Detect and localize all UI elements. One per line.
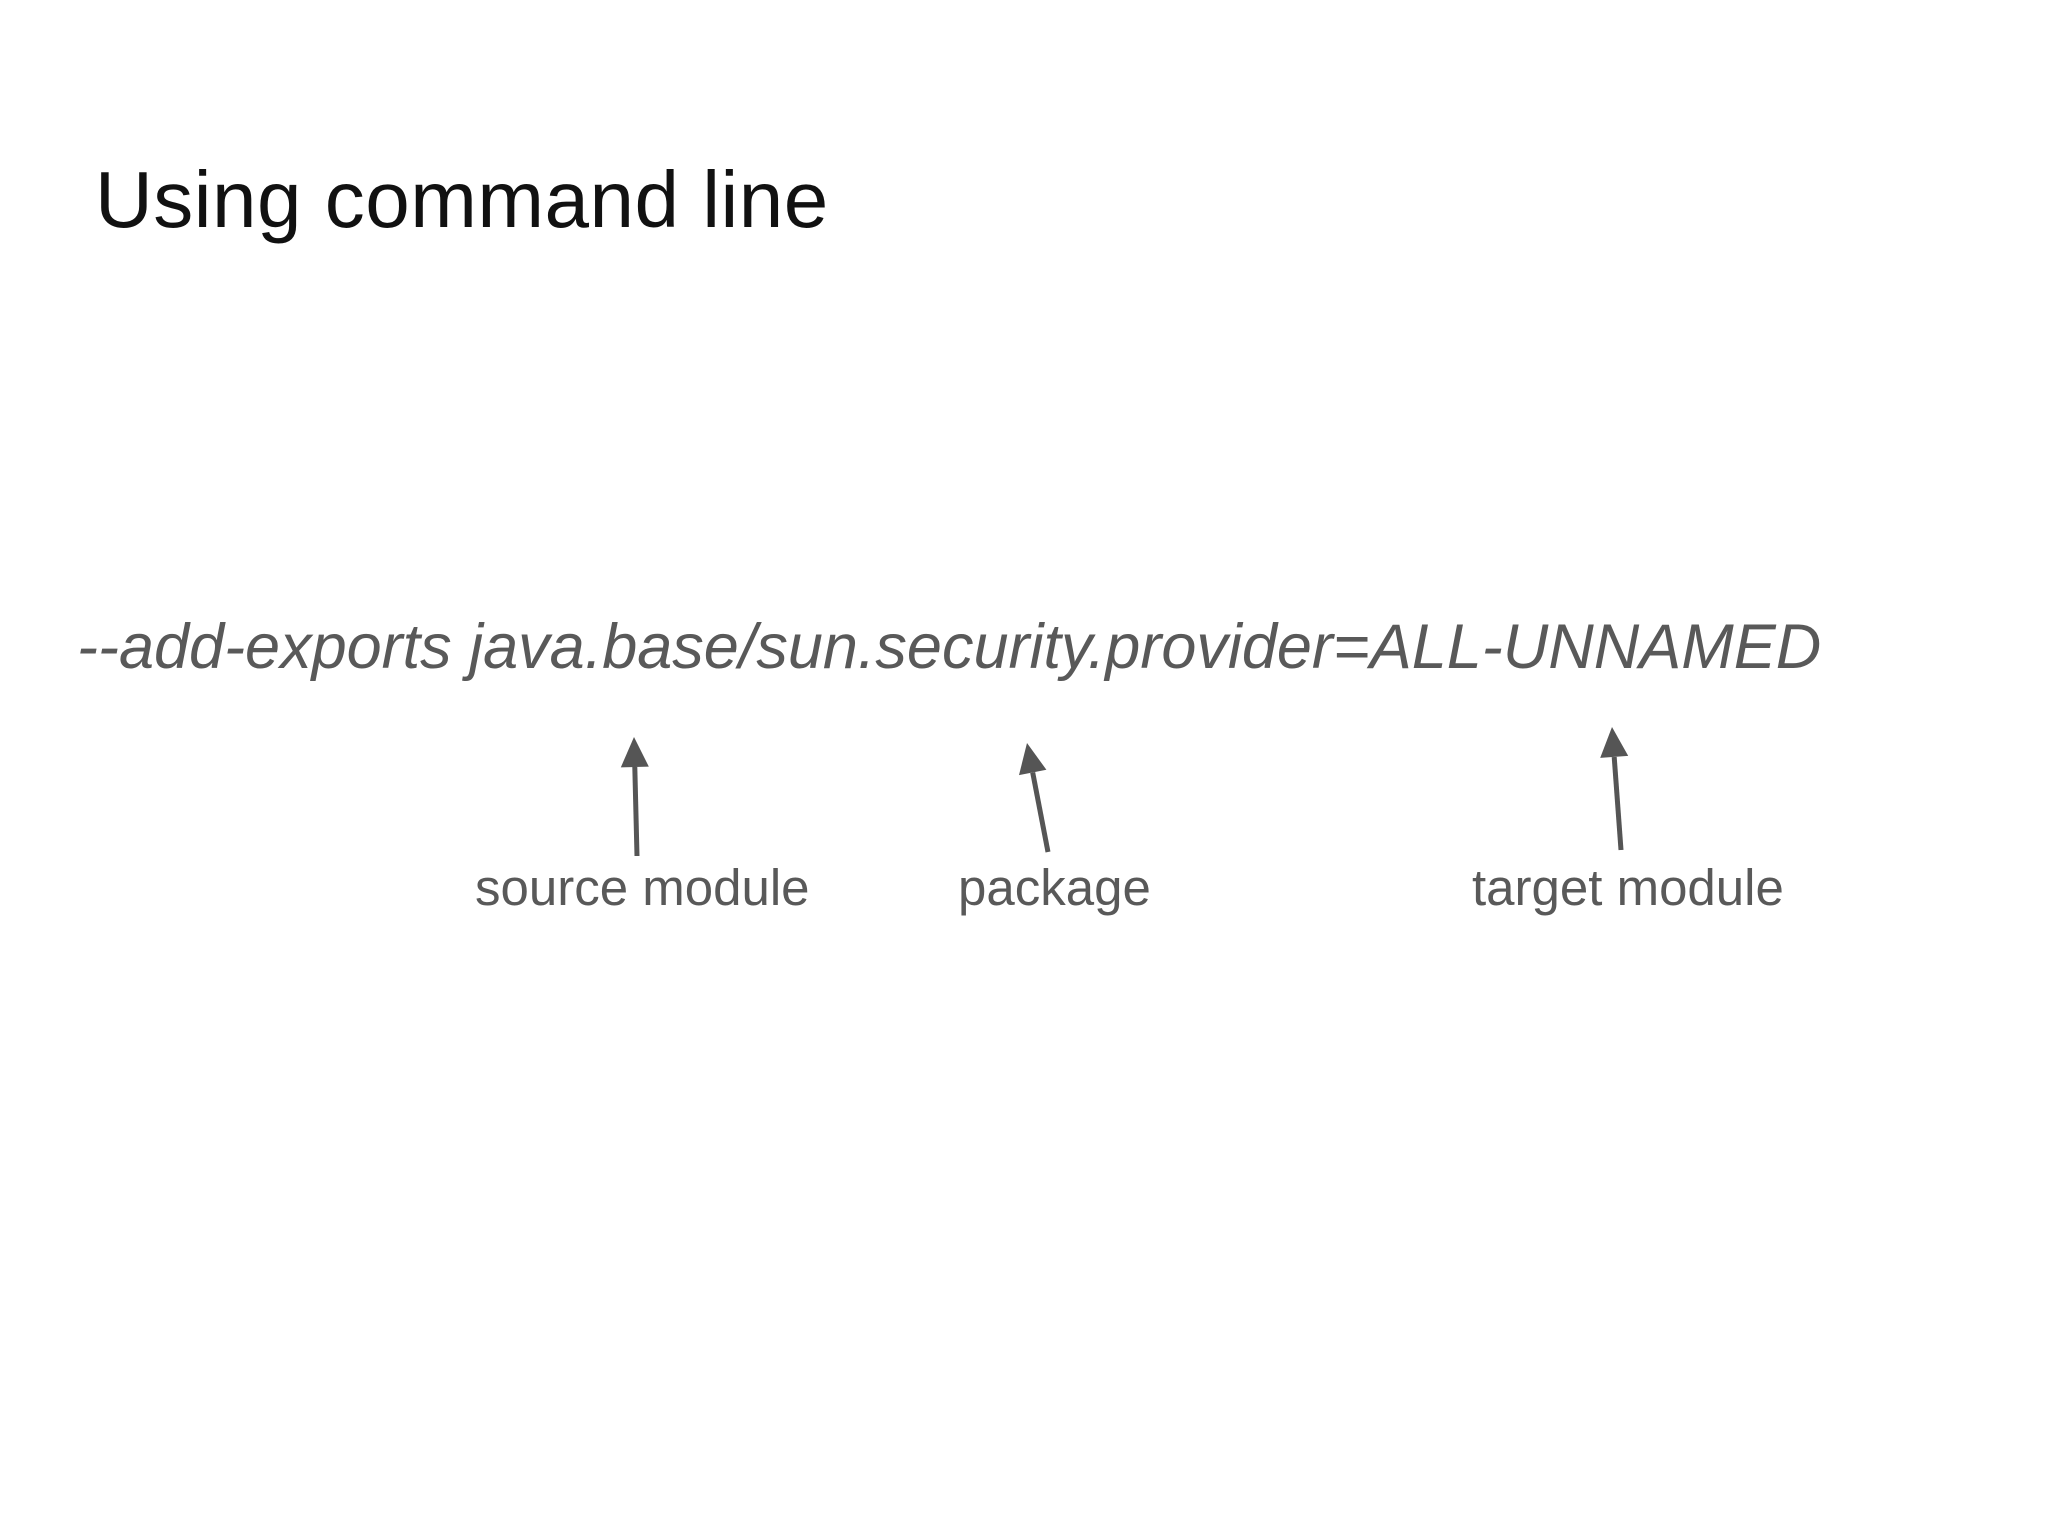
up-arrow-icon [1019,743,1051,853]
slide-title: Using command line [95,155,829,244]
command-line-text: --add-exports java.base/sun.security.pro… [77,612,1822,682]
up-arrow-icon [620,737,649,857]
annotation-label-package: package [958,859,1151,916]
annotation-label-source-module: source module [475,859,810,916]
annotation-label-target-module: target module [1472,859,1784,916]
up-arrow-icon [1600,727,1629,851]
